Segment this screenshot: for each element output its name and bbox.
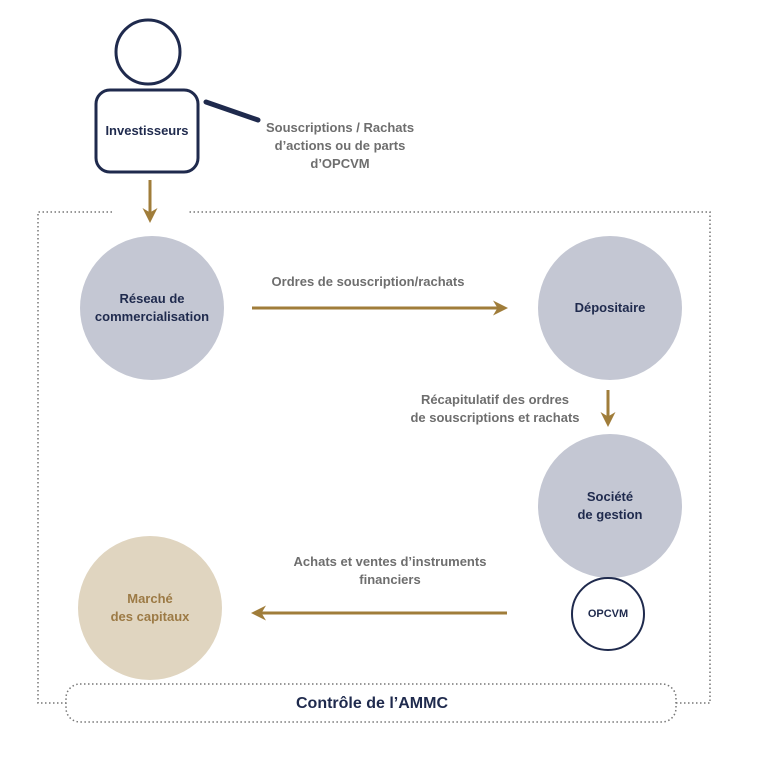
node-depositaire — [538, 236, 682, 380]
label-line: Achats et ventes d’instruments — [293, 554, 487, 569]
node-marche — [78, 536, 222, 680]
note-line: d’OPCVM — [310, 156, 370, 171]
flow-achats-label: Achats et ventes d’instruments financier… — [270, 553, 510, 589]
label-line: des capitaux — [110, 609, 190, 624]
node-reseau — [80, 236, 224, 380]
control-label: Contrôle de l’AMMC — [296, 695, 448, 712]
investor-body-icon — [94, 88, 200, 174]
label-line: Récapitulatif des ordres — [420, 392, 570, 407]
node-opcvm — [571, 577, 645, 651]
node-reseau-label: Réseau de commercialisation — [80, 290, 224, 326]
investor-arm-icon — [203, 99, 261, 123]
flow-ordres-label: Ordres de souscription/rachats — [271, 274, 465, 289]
node-depositaire-label: Dépositaire — [574, 300, 646, 315]
node-societe-label: Société de gestion — [538, 488, 682, 524]
node-marche-label: Marché des capitaux — [78, 590, 222, 626]
flow-recap-label: Récapitulatif des ordres de souscription… — [400, 391, 590, 427]
note-line: d’actions ou de parts — [274, 138, 406, 153]
label-line: commercialisation — [94, 309, 210, 324]
label-line: de souscriptions et rachats — [410, 410, 580, 425]
label-line: financiers — [359, 572, 421, 587]
investor-head-icon — [114, 18, 182, 86]
investor-note: Souscriptions / Rachats d’actions ou de … — [250, 119, 430, 173]
ammc-scope-frame — [37, 211, 711, 704]
note-line: Souscriptions / Rachats — [265, 120, 415, 135]
label-line: de gestion — [577, 507, 643, 522]
label-line: Société — [586, 489, 634, 504]
label-line: Réseau de — [119, 291, 185, 306]
node-societe — [538, 434, 682, 578]
node-opcvm-label: OPCVM — [587, 608, 629, 620]
control-pill — [65, 683, 677, 723]
investor-label: Investisseurs — [105, 123, 189, 138]
label-line: Marché — [127, 591, 173, 606]
